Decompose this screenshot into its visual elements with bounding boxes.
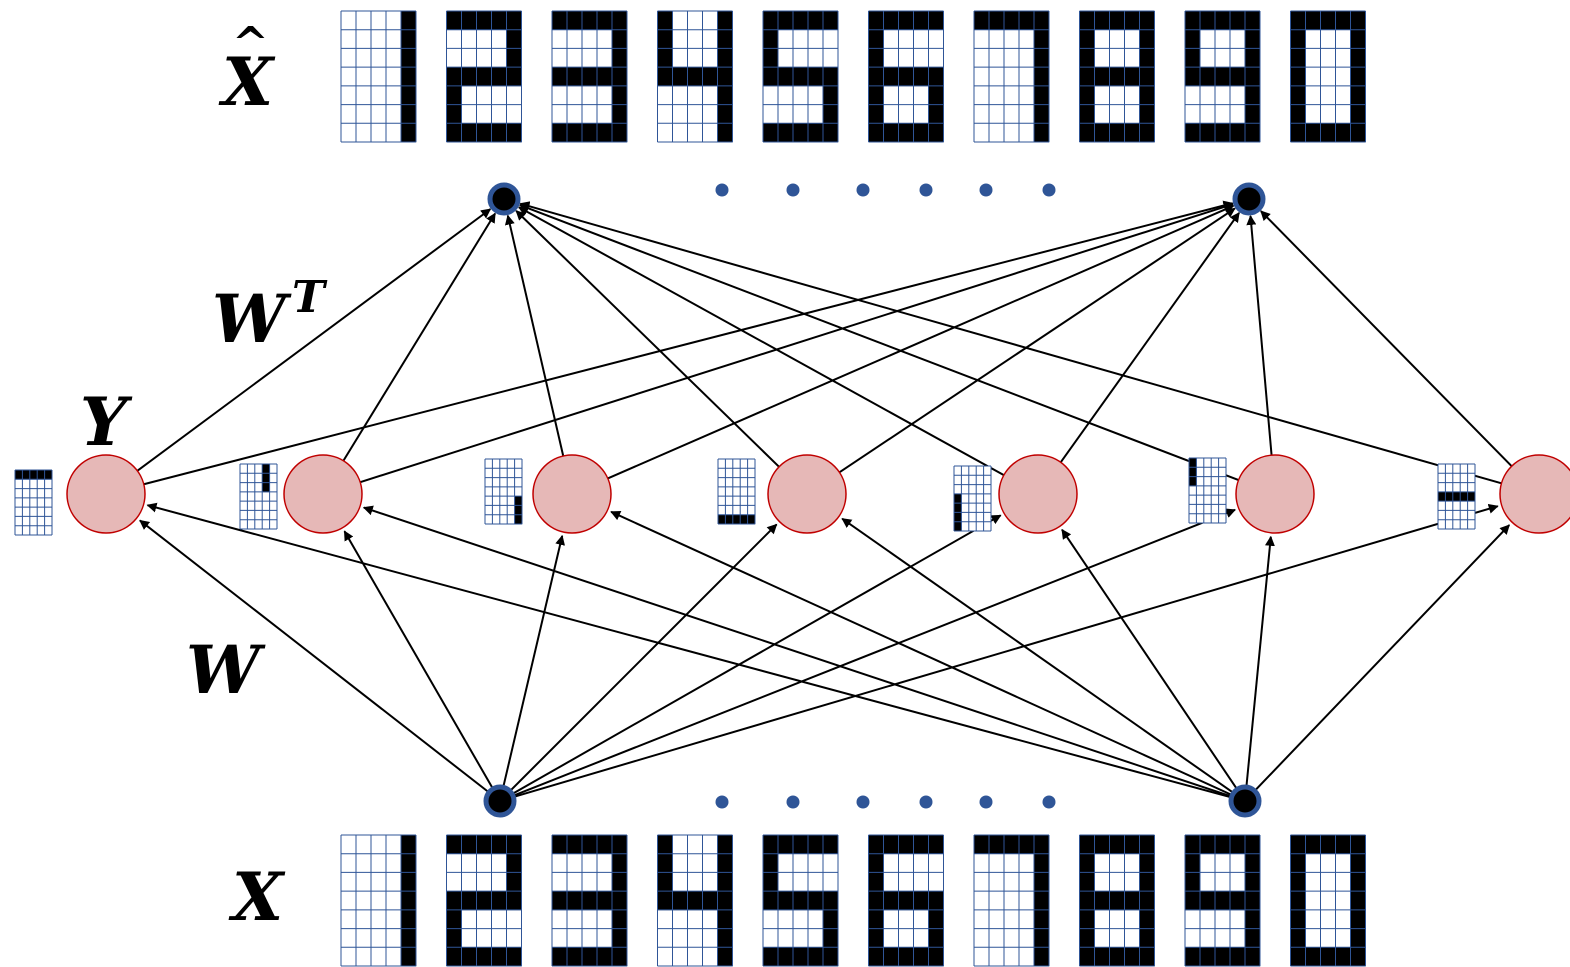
- hidden-node: [532, 454, 612, 534]
- reconstructed-digit-8: [1079, 10, 1155, 143]
- w-transpose-superscript: T: [292, 272, 328, 323]
- decoder-edge: [518, 206, 1005, 477]
- decoder-edge: [136, 208, 492, 472]
- encoder-edge: [510, 508, 1236, 798]
- input-digit-3: [551, 834, 628, 967]
- input-digit-1: [340, 834, 417, 967]
- w-transpose-label: W: [212, 280, 292, 358]
- reconstructed-digit-2: [446, 10, 522, 143]
- encoder-edge: [1245, 535, 1275, 790]
- ellipsis-dots: [715, 183, 1056, 809]
- decoder-edge: [1260, 210, 1513, 467]
- input-digit-9: [1184, 834, 1261, 967]
- input-digit-6: [868, 834, 944, 967]
- x-hat-label: X: [218, 43, 276, 121]
- ellipsis-dot: [856, 183, 870, 197]
- input-digit-2: [446, 834, 522, 967]
- encoder-edge: [1252, 524, 1510, 794]
- w-label: W: [186, 631, 266, 709]
- encoder-edge: [507, 523, 778, 794]
- decoder-edge: [515, 210, 780, 468]
- ellipsis-dot: [715, 795, 729, 809]
- y-label: Y: [80, 383, 133, 461]
- hidden-feature-upper-right: [239, 463, 278, 530]
- encoder-edge: [841, 517, 1236, 795]
- hidden-feature-lower-right: [484, 458, 523, 525]
- ellipsis-dot: [979, 183, 993, 197]
- ellipsis-dot: [786, 183, 800, 197]
- hidden-node: [1499, 454, 1570, 534]
- hidden-node: [283, 454, 363, 534]
- input-digit-5: [762, 834, 839, 967]
- input-digit-7: [973, 834, 1050, 967]
- reconstructed-digit-1: [340, 10, 417, 143]
- encoder-edge: [139, 519, 492, 795]
- hidden-feature-bottom-bar: [717, 458, 756, 525]
- decoder-edge: [143, 200, 1234, 486]
- encoder-edge: [343, 530, 495, 792]
- output-node: [487, 182, 521, 216]
- hidden-feature-top-bar: [14, 469, 53, 536]
- hidden-feature-upper-left: [1188, 457, 1227, 524]
- decoder-edge: [518, 203, 1239, 481]
- decoder-edge: [359, 202, 1234, 484]
- ellipsis-dot: [1042, 183, 1056, 197]
- hidden-node: [998, 454, 1078, 534]
- x-hat-accent: ^: [232, 18, 269, 69]
- digit-rows: [340, 10, 1366, 967]
- hidden-feature-middle-bar: [1437, 463, 1476, 530]
- feature-grids: [14, 457, 1476, 536]
- reconstructed-digit-3: [551, 10, 628, 143]
- ellipsis-dot: [856, 795, 870, 809]
- decoder-edge: [519, 201, 1502, 485]
- encoder-edge: [610, 510, 1235, 797]
- decoder-edge: [504, 214, 565, 457]
- ellipsis-dot: [919, 795, 933, 809]
- encoder-edge: [509, 514, 1002, 796]
- input-digit-4: [657, 834, 733, 967]
- x-label: X: [228, 858, 286, 936]
- encoder-edge: [1061, 528, 1240, 792]
- encoder-edge: [511, 503, 1499, 799]
- reconstructed-digit-6: [868, 10, 944, 143]
- input-digit-0: [1290, 834, 1366, 967]
- decoder-edge: [1059, 212, 1240, 463]
- reconstructed-digit-5: [762, 10, 839, 143]
- ellipsis-dot: [715, 183, 729, 197]
- input-digit-8: [1079, 834, 1155, 967]
- weight-edges: [136, 200, 1513, 799]
- hidden-feature-lower-left: [953, 465, 992, 532]
- decoder-edge: [838, 207, 1236, 474]
- hidden-node: [1235, 454, 1315, 534]
- input-node: [1228, 784, 1262, 818]
- hidden-node: [767, 454, 847, 534]
- input-node: [483, 784, 517, 818]
- encoder-edge: [501, 534, 565, 790]
- encoder-edge: [362, 505, 1234, 799]
- ellipsis-dot: [1042, 795, 1056, 809]
- decoder-edge: [1246, 214, 1273, 456]
- reconstructed-digit-0: [1290, 10, 1366, 143]
- output-node: [1232, 182, 1266, 216]
- encoder-edge: [146, 502, 1234, 799]
- reconstructed-digit-7: [973, 10, 1050, 143]
- ellipsis-dot: [919, 183, 933, 197]
- decoder-edge: [342, 212, 496, 462]
- reconstructed-digit-4: [657, 10, 733, 143]
- reconstructed-digit-9: [1184, 10, 1261, 143]
- nodes: [66, 182, 1570, 818]
- decoder-edge: [607, 204, 1235, 480]
- hidden-node: [66, 454, 146, 534]
- ellipsis-dot: [979, 795, 993, 809]
- ellipsis-dot: [786, 795, 800, 809]
